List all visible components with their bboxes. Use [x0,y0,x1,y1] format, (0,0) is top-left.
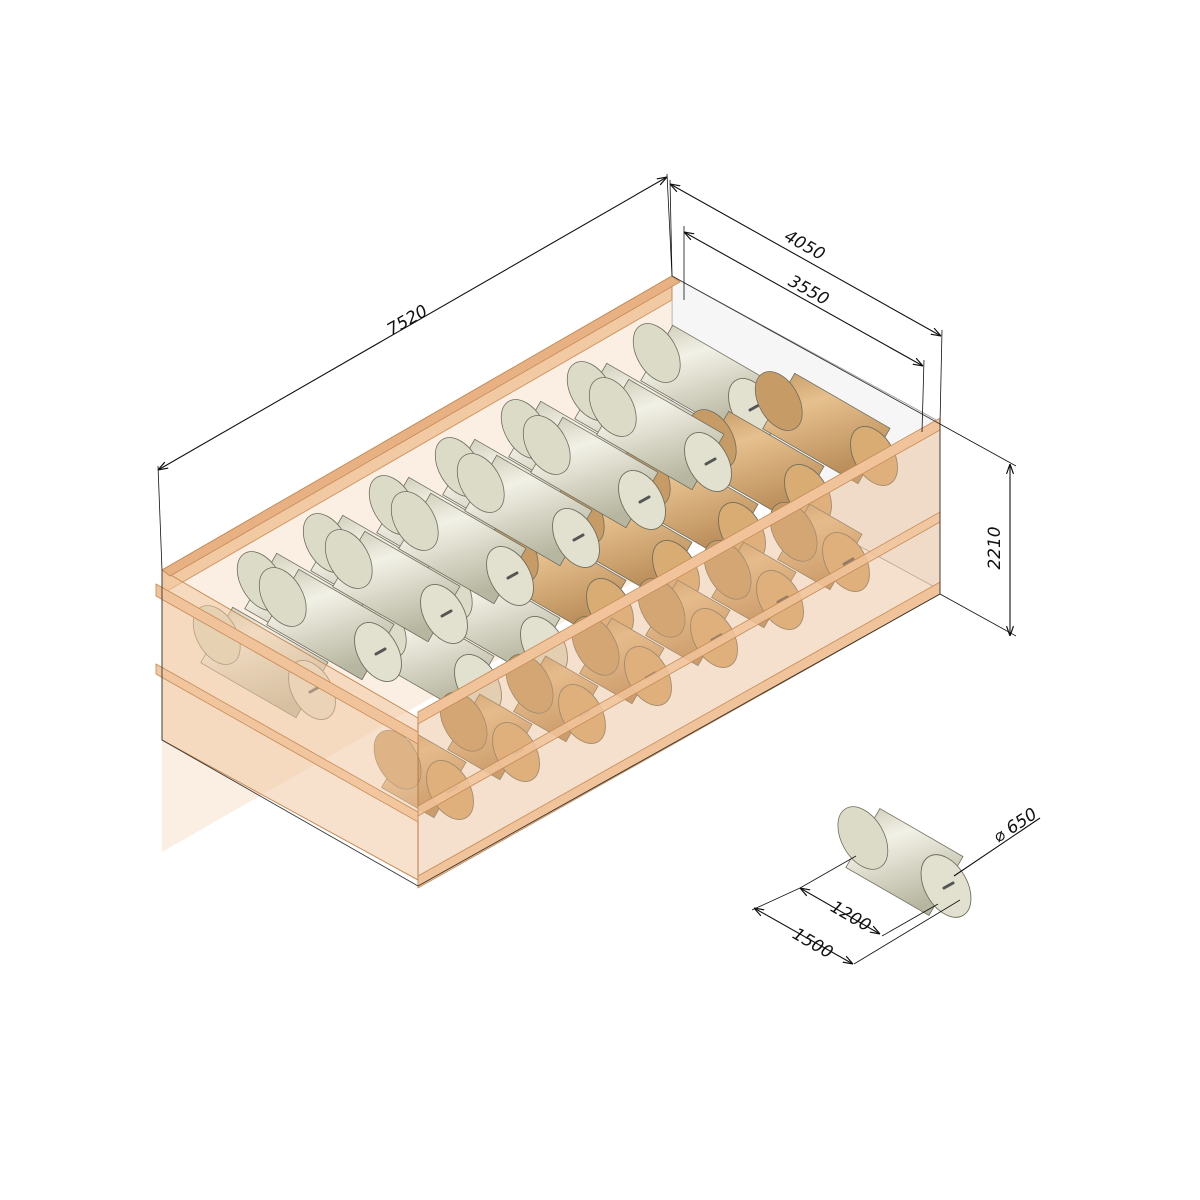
roll-left-18 [390,491,534,606]
roll-shaft [704,457,717,466]
roll-shaft [942,881,955,890]
crate-left-batten-top [155,583,419,745]
roll-back-cap [505,653,554,714]
roll-left-17 [324,529,468,644]
dim-roll-total-length: 1500 [789,924,836,963]
dim-roll-diameter: ⌀ 650 [990,804,1041,847]
crate-outline [161,570,941,887]
roll-detail [837,806,972,918]
roll-shaft [776,595,789,604]
roll-back-cap [837,806,889,870]
dim-inner-width: 3550 [785,271,833,309]
dim-overall-length: 7520 [384,301,431,340]
roll-back-cap [754,371,803,431]
roll-detail-cylinder [837,806,972,918]
roll-back-cap [324,529,373,589]
dim-roll-body-length: 1200 [827,897,874,936]
roll-shaft [440,609,453,618]
roll-left-16 [258,567,402,682]
dim-height: 2210 [985,526,1005,569]
crate-left-batten-mid [155,663,419,823]
roll-shaft [572,533,585,542]
roll-shaft [842,557,855,566]
roll-back-cap [439,691,488,752]
roll-back-cap [258,567,307,627]
roll-shaft [374,647,387,656]
roll-shaft [748,403,761,412]
roll-back-cap [390,491,439,551]
roll-shaft [506,571,519,580]
roll-shaft [638,495,651,504]
